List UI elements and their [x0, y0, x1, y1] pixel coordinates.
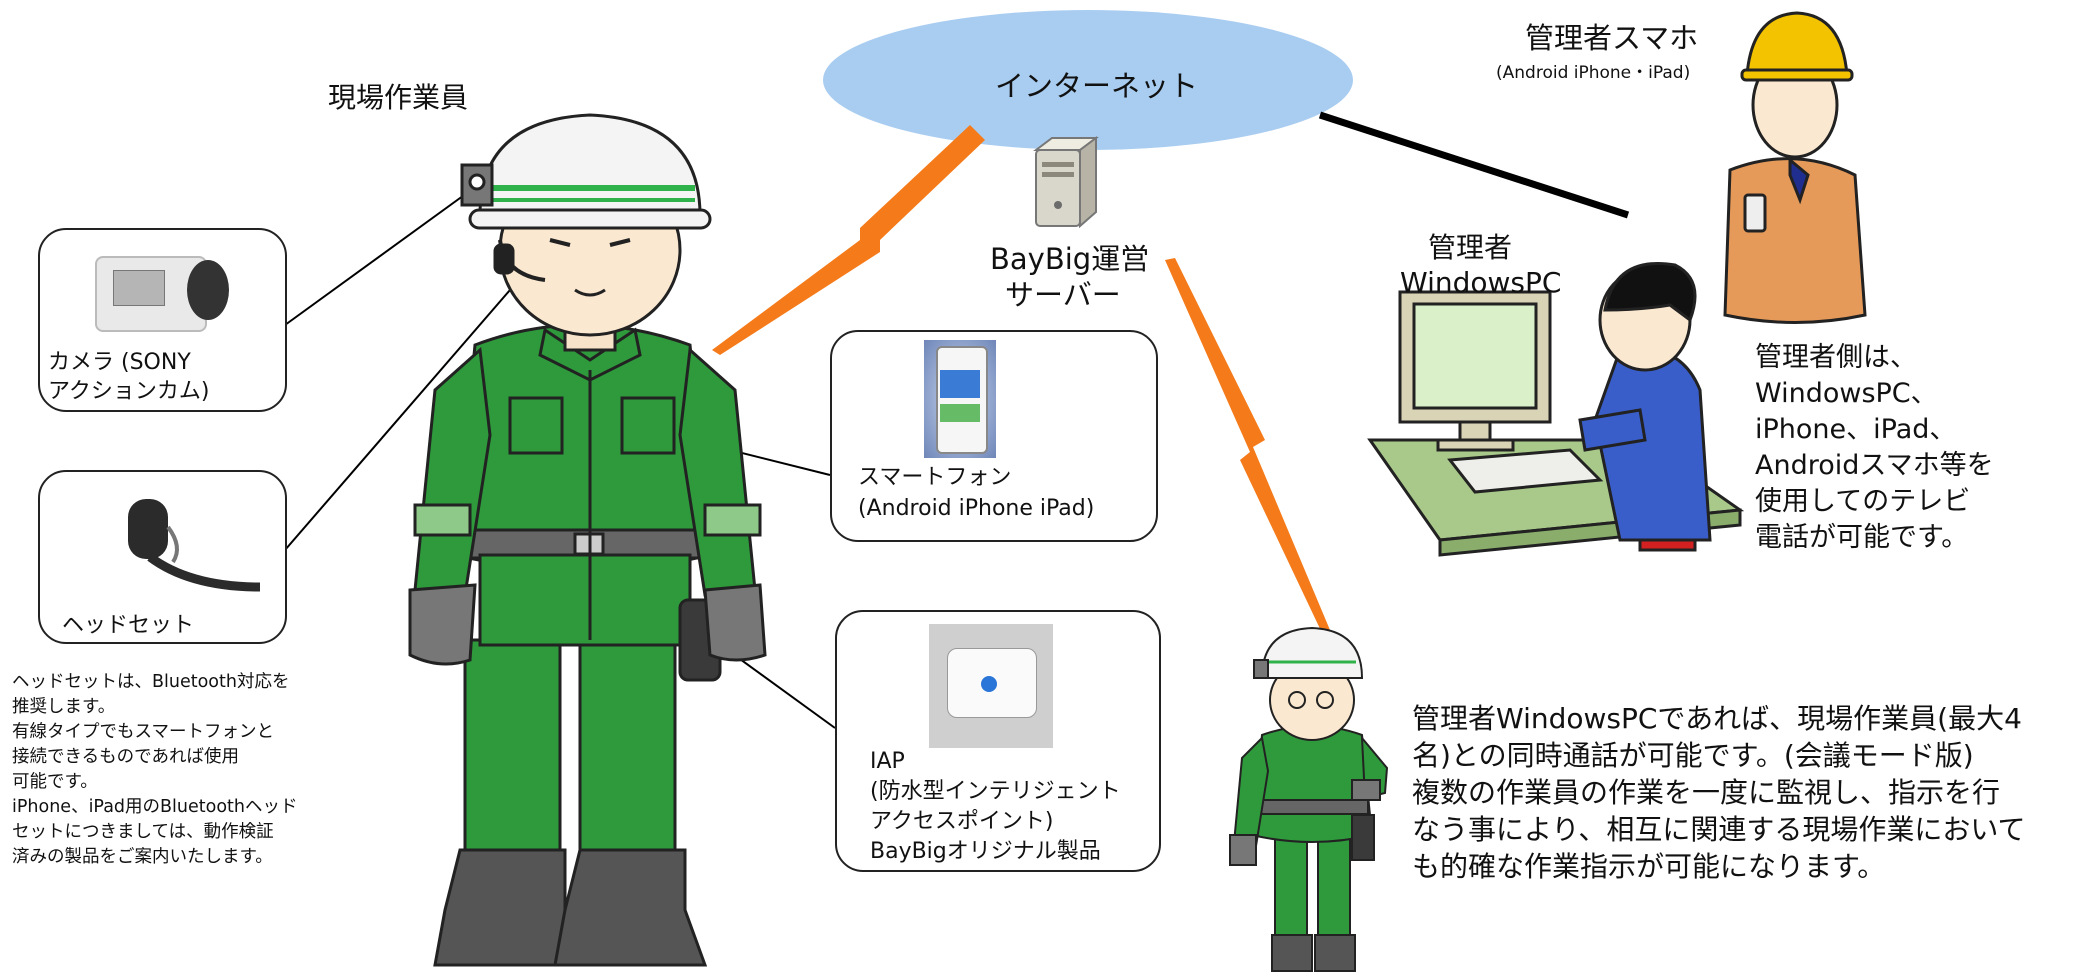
iap-box: IAP (防水型インテリジェント アクセスポイント) BayBigオリジナル製品 [835, 610, 1161, 872]
worker-illustration [408, 113, 767, 967]
conference-note: 管理者WindowsPCであれば、現場作業員(最大4 名)との同時通話が可能です… [1412, 702, 2026, 883]
headset-note: ヘッドセットは、Bluetooth対応を 推奨します。 有線タイプでもスマートフ… [12, 672, 298, 867]
lightning-worker [712, 125, 985, 355]
headset-label: ヘッドセット [62, 613, 195, 638]
internet-cloud [823, 10, 1353, 150]
manager-pc-label-line1: 管理者 [1428, 231, 1513, 264]
internet-label: インターネット [995, 69, 1199, 103]
camera-label: カメラ (SONY アクションカム) [48, 350, 210, 404]
pc-manager-illustration [1367, 262, 1745, 557]
small-worker-illustration [1229, 626, 1389, 972]
worker-title: 現場作業員 [328, 81, 469, 114]
iap-label: IAP (防水型インテリジェント アクセスポイント) BayBigオリジナル製品 [870, 749, 1121, 864]
lightning-small-worker [1165, 258, 1330, 633]
server-label-line2: サーバー [1005, 278, 1121, 312]
manager-phone-subtitle: (Android iPhone・iPad) [1496, 63, 1691, 83]
phone-manager-illustration [1723, 11, 1867, 324]
headset-box: ヘッドセット [38, 470, 287, 644]
manager-phone-title: 管理者スマホ [1525, 21, 1699, 55]
link-line-phone [1318, 111, 1630, 219]
server-icon [1033, 136, 1099, 229]
camera-box: カメラ (SONY アクションカム) [38, 228, 287, 412]
smartphone-image [924, 340, 996, 458]
smartphone-box: スマートフォン (Android iPhone iPad) [830, 330, 1158, 542]
server-label-line1: BayBig運営 [990, 242, 1150, 276]
camera-image [95, 248, 230, 338]
manager-note: 管理者側は、 WindowsPC、 iPhone、iPad、 Androidスマ… [1755, 342, 1994, 553]
headset-image [128, 499, 261, 592]
smartphone-label: スマートフォン (Android iPhone iPad) [858, 465, 1095, 521]
iap-image [929, 624, 1053, 748]
manager-pc-label-line2: WindowsPC [1400, 266, 1562, 299]
